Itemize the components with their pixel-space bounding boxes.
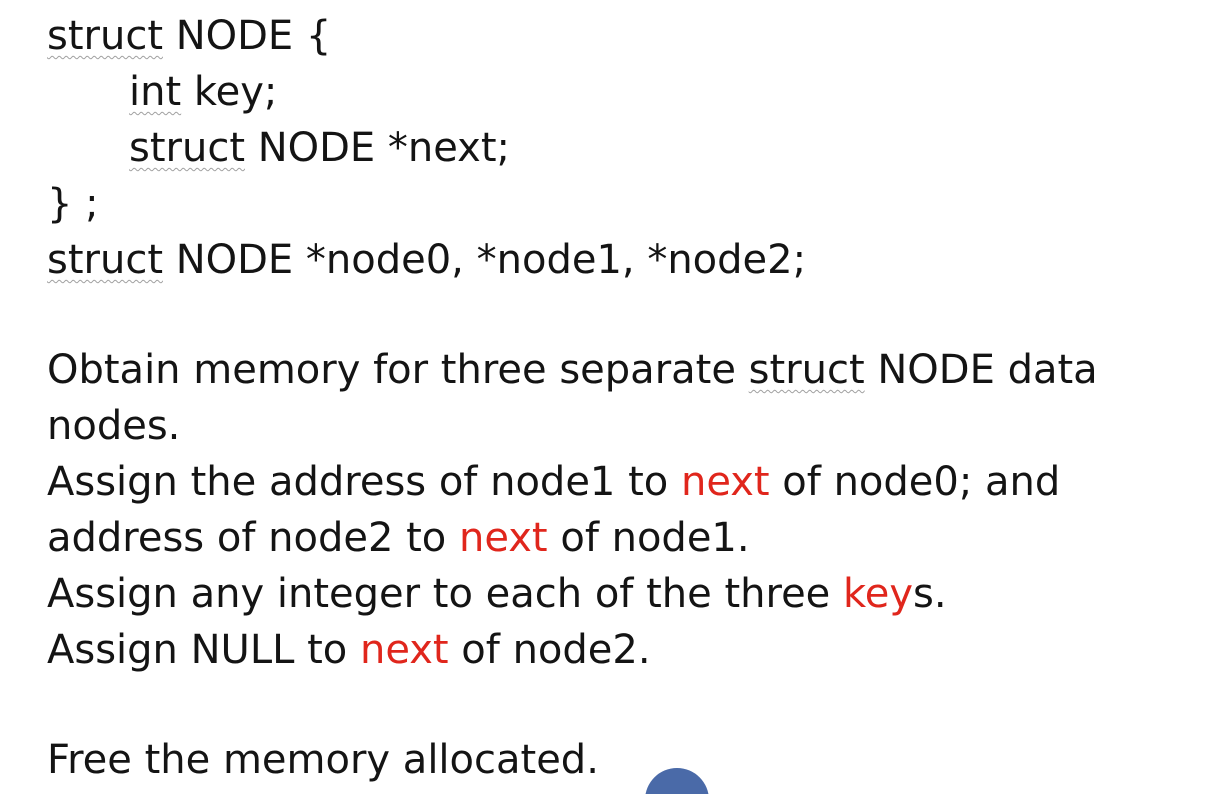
- instruction-text: of node2.: [448, 627, 651, 673]
- code-line-vars: struct NODE *node0, *node1, *node2;: [47, 232, 806, 288]
- instruction-line-3: Assign the address of node1 to next of n…: [47, 454, 1060, 510]
- code-line-struct-decl: struct NODE {: [47, 8, 331, 64]
- keyword-struct: struct: [748, 347, 865, 393]
- highlight-next: next: [680, 459, 770, 505]
- code-line-key: int key;: [129, 64, 277, 120]
- keyword-struct: struct: [129, 125, 245, 171]
- code-text: NODE {: [163, 13, 332, 59]
- instruction-text: Free the memory allocated.: [47, 737, 599, 783]
- floating-action-button[interactable]: [645, 768, 709, 794]
- instruction-text: Assign the address of node1 to: [47, 459, 681, 505]
- instruction-text: Assign any integer to each of the three: [47, 571, 843, 617]
- code-text: key;: [181, 69, 278, 115]
- keyword-struct: struct: [47, 13, 163, 59]
- instruction-text: Assign NULL to: [47, 627, 360, 673]
- instruction-text: nodes.: [47, 403, 181, 449]
- keyword-struct: struct: [47, 237, 163, 283]
- instruction-text: s.: [913, 571, 947, 617]
- instruction-line-5: Assign any integer to each of the three …: [47, 566, 947, 622]
- highlight-key: key: [843, 571, 914, 617]
- instruction-line-2: nodes.: [47, 398, 180, 454]
- keyword-int: int: [129, 69, 182, 115]
- instruction-line-4: address of node2 to next of node1.: [47, 510, 750, 566]
- instruction-text: of node0; and: [769, 459, 1061, 505]
- code-line-close: } ;: [47, 176, 99, 232]
- instruction-line-1: Obtain memory for three separate struct …: [47, 342, 1098, 398]
- code-line-next: struct NODE *next;: [129, 120, 510, 176]
- code-text: NODE *node0, *node1, *node2;: [163, 237, 807, 283]
- code-text: NODE *next;: [245, 125, 510, 171]
- code-text: } ;: [47, 181, 99, 227]
- instruction-text: address of node2 to: [47, 515, 459, 561]
- highlight-next: next: [459, 515, 548, 561]
- instruction-line-7: Free the memory allocated.: [47, 732, 599, 788]
- instruction-text: of node1.: [547, 515, 750, 561]
- instruction-line-6: Assign NULL to next of node2.: [47, 622, 651, 678]
- highlight-next: next: [359, 627, 449, 673]
- instruction-text: Obtain memory for three separate: [47, 347, 749, 393]
- instruction-text: NODE data: [864, 347, 1098, 393]
